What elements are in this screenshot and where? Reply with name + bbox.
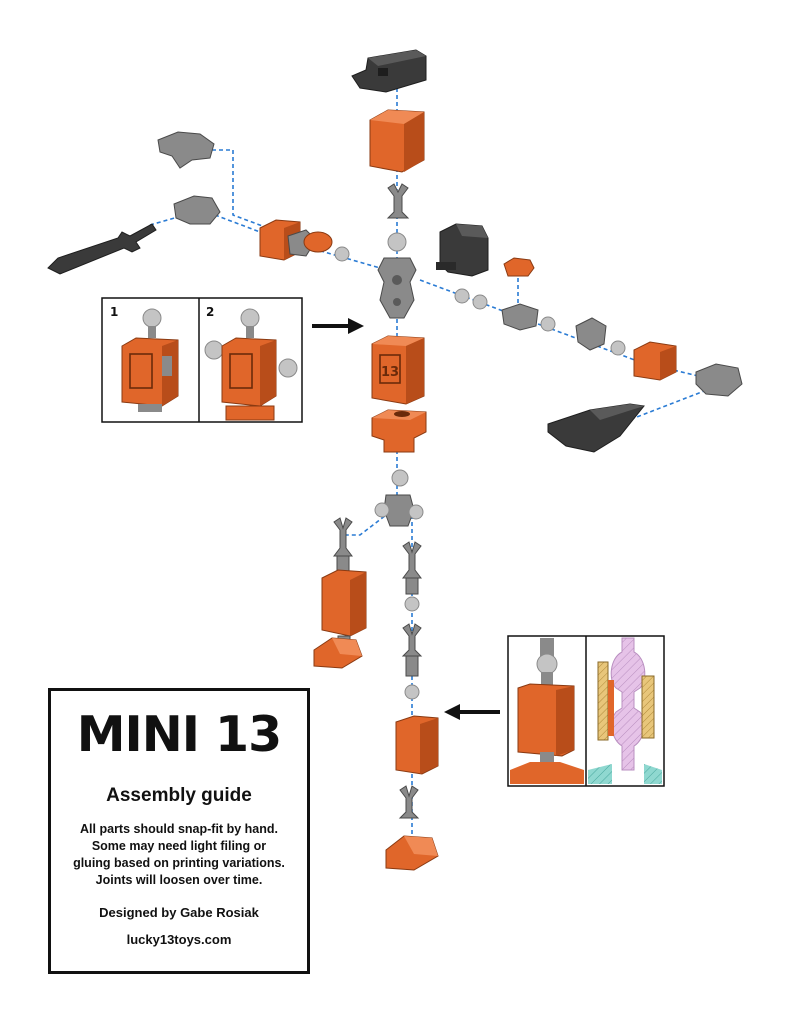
designer-credit: Designed by Gabe Rosiak — [99, 905, 259, 920]
note-line: Joints will loosen over time. — [95, 873, 263, 887]
hat-part — [351, 49, 427, 93]
chest-part: 13 — [371, 335, 425, 405]
note-line: gluing based on printing variations. — [73, 856, 285, 870]
step-1-figure — [121, 308, 179, 412]
guide-notes: All parts should snap-fit by hand. Some … — [51, 821, 307, 889]
hip-joint — [374, 494, 424, 527]
leg-section-view — [588, 637, 662, 784]
note-line: All parts should snap-fit by hand. — [80, 822, 278, 836]
neck-ball — [387, 232, 407, 252]
hip-ball — [391, 469, 409, 487]
arrow-right-icon — [312, 318, 364, 334]
website-link[interactable]: lucky13toys.com — [126, 932, 232, 947]
left-leg-assembled — [313, 517, 367, 669]
right-arm — [436, 223, 743, 453]
guide-title: MINI 13 — [76, 706, 282, 763]
head-part — [369, 109, 425, 173]
cross-section-inset — [507, 635, 665, 787]
chest-logo: 13 — [381, 365, 399, 380]
right-leg-exploded — [385, 541, 439, 871]
left-arm — [47, 131, 350, 275]
note-line: Some may need light filing or — [91, 839, 267, 853]
step-1-label: 1 — [110, 305, 118, 319]
torso-connector — [377, 257, 417, 319]
arrow-left-icon — [444, 704, 500, 720]
step-inset: 1 2 — [101, 297, 303, 423]
title-box: MINI 13 Assembly guide All parts should … — [48, 688, 310, 974]
step-2-figure — [204, 308, 298, 421]
guide-subtitle: Assembly guide — [106, 785, 252, 806]
neck-clip — [386, 183, 410, 219]
leg-render-view — [510, 638, 584, 784]
waist-part — [371, 409, 427, 453]
step-2-label: 2 — [206, 305, 214, 319]
